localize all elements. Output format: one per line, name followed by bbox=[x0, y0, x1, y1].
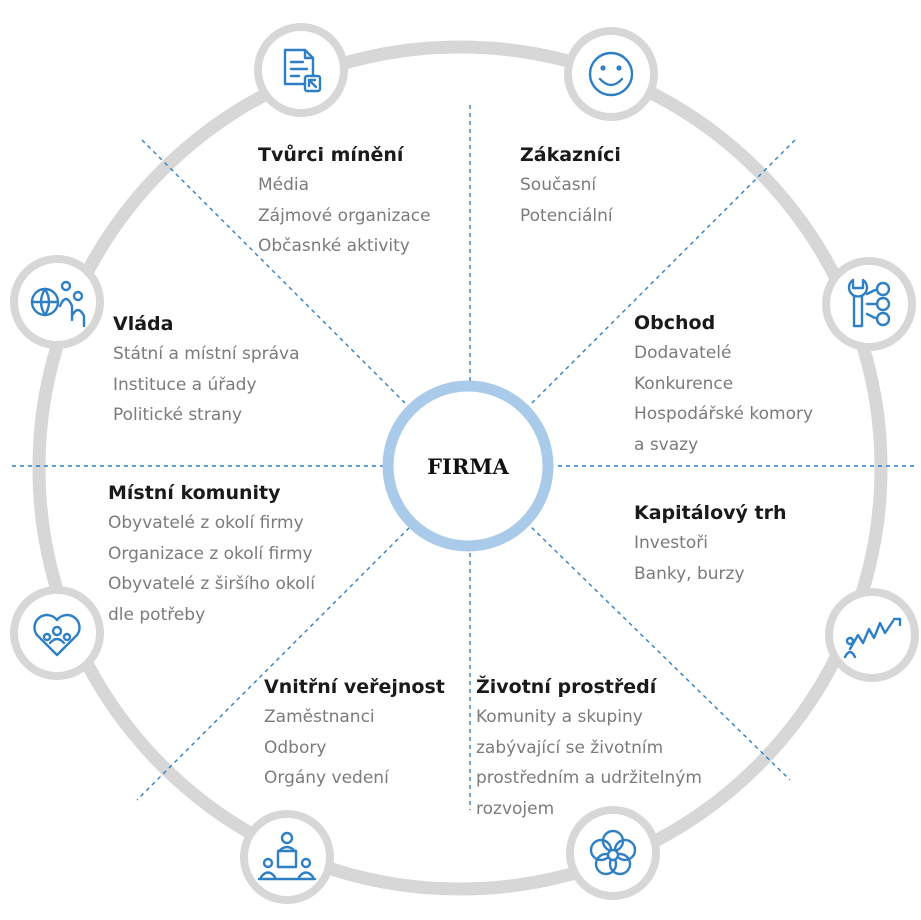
segment-item: Odbory bbox=[264, 737, 327, 758]
segment-item: Současní bbox=[520, 175, 597, 195]
segment-title: Vláda bbox=[113, 313, 174, 335]
segment-vnitrni: Vnitřní veřejnost Zaměstnanci Odbory Org… bbox=[264, 676, 445, 788]
segment-item: Organizace z okolí firmy bbox=[108, 543, 313, 564]
segment-zakaznici: Zákazníci Současní Potenciální bbox=[520, 144, 621, 226]
segment-vlada: Vláda Státní a místní správa Instituce a… bbox=[113, 313, 300, 425]
segment-item: Občasnké aktivity bbox=[258, 236, 410, 256]
community-heart-icon bbox=[10, 586, 104, 680]
growth-chart-icon bbox=[825, 588, 919, 682]
segment-mistni: Místní komunity Obyvatelé z okolí firmy … bbox=[108, 482, 315, 625]
segment-item: Politické strany bbox=[113, 405, 243, 425]
segment-item: Obyvatelé z širšího okolí bbox=[108, 574, 315, 594]
segment-item: Instituce a úřady bbox=[113, 374, 257, 395]
segment-obchod: Obchod Dodavatelé Konkurence Hospodářské… bbox=[634, 312, 814, 455]
segment-item: Média bbox=[258, 175, 310, 195]
segment-item: Potenciální bbox=[520, 205, 613, 226]
center-ring bbox=[382, 380, 554, 552]
segment-zivotni: Životní prostředí Komunity a skupiny zab… bbox=[476, 676, 702, 819]
divider-diagonal-se bbox=[525, 521, 791, 781]
smiley-icon bbox=[564, 27, 658, 121]
segment-item: Hospodářské komory bbox=[634, 404, 814, 424]
segment-title: Místní komunity bbox=[108, 482, 281, 504]
segment-item: Konkurence bbox=[634, 373, 734, 394]
divider-diagonal-sw bbox=[136, 521, 416, 801]
globe-people-icon bbox=[10, 255, 104, 349]
segment-title: Tvůrci mínění bbox=[258, 144, 404, 166]
outer-ring bbox=[32, 40, 888, 896]
segment-item: Orgány vedení bbox=[264, 768, 389, 788]
segment-kapital: Kapitálový trh Investoři Banky, burzy bbox=[634, 502, 787, 584]
segment-item: Zájmové organizace bbox=[258, 205, 431, 226]
presenter-icon bbox=[240, 810, 334, 904]
segment-title: Životní prostředí bbox=[476, 676, 657, 698]
tools-icon bbox=[822, 257, 916, 351]
segment-item: Státní a místní správa bbox=[113, 344, 300, 364]
segment-item: Obyvatelé z okolí firmy bbox=[108, 513, 304, 533]
segment-title: Zákazníci bbox=[520, 144, 621, 166]
flower-icon bbox=[566, 806, 660, 900]
segment-item: Dodavatelé bbox=[634, 343, 732, 363]
segment-item: Banky, burzy bbox=[634, 563, 745, 584]
segment-item: rozvojem bbox=[476, 798, 555, 819]
document-icon bbox=[254, 23, 348, 117]
segment-title: Vnitřní veřejnost bbox=[264, 676, 445, 698]
segment-item: Zaměstnanci bbox=[264, 707, 375, 727]
segment-item: Investoři bbox=[634, 533, 708, 553]
segment-title: Kapitálový trh bbox=[634, 502, 787, 524]
segment-item: prostředním a udržitelným bbox=[476, 768, 702, 788]
center-label: FIRMA bbox=[427, 454, 509, 479]
segment-item: zabývající se životním bbox=[476, 737, 664, 758]
segment-item: a svazy bbox=[634, 434, 699, 455]
segment-item: dle potřeby bbox=[108, 604, 206, 625]
segment-item: Komunity a skupiny bbox=[476, 707, 643, 727]
divider-diagonal-nw bbox=[141, 139, 415, 413]
segment-title: Obchod bbox=[634, 312, 716, 334]
segment-tvurci: Tvůrci mínění Média Zájmové organizace O… bbox=[258, 144, 431, 256]
